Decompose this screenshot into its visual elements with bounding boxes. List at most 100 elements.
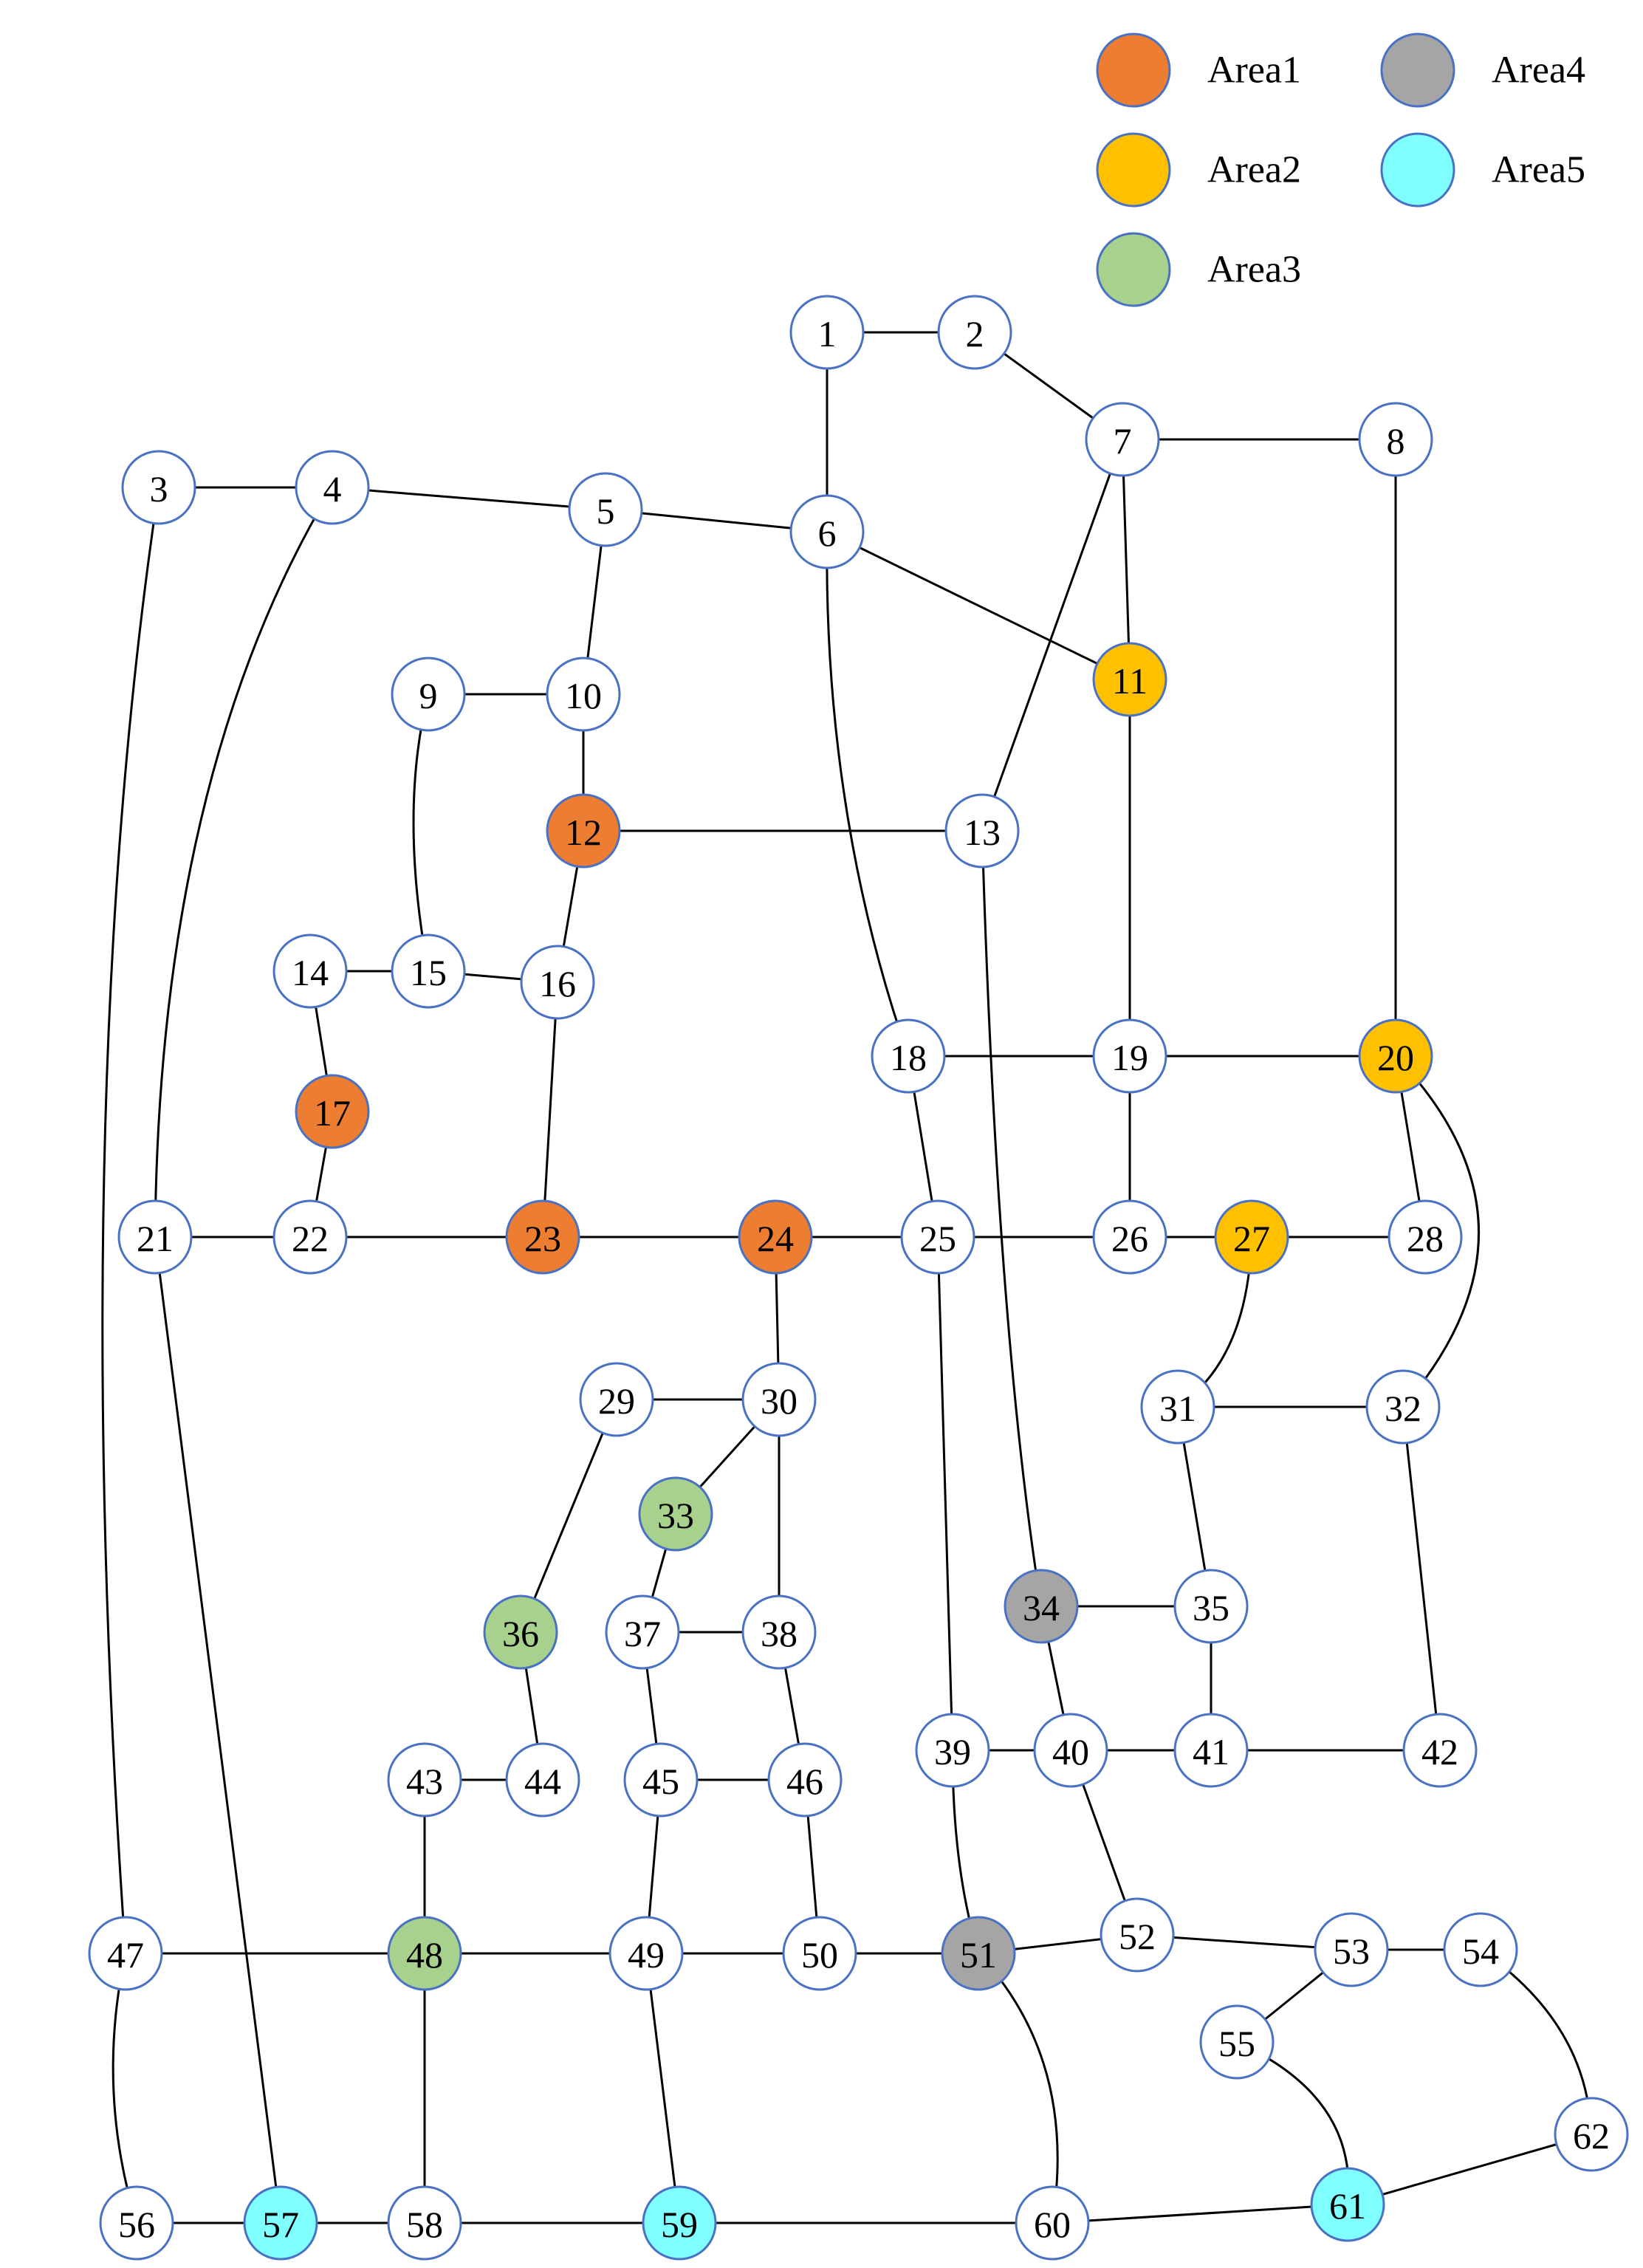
node-circle	[642, 2185, 717, 2261]
legend-label: Area2	[1207, 149, 1301, 191]
node-circle	[243, 2185, 318, 2261]
node-label: 45	[642, 1761, 679, 1802]
node-circle	[391, 657, 466, 732]
node-3: 3	[121, 450, 196, 525]
edge-51-60	[977, 1952, 1059, 2224]
node-32: 32	[1365, 1369, 1441, 1445]
node-41: 41	[1173, 1713, 1249, 1788]
node-label: 4	[323, 468, 342, 510]
node-label: 46	[786, 1761, 823, 1802]
node-circle	[387, 1742, 462, 1818]
edge-16-23	[541, 981, 559, 1238]
node-circle	[1388, 1199, 1463, 1275]
node-circle	[1358, 1018, 1433, 1094]
node-circle	[1310, 2167, 1385, 2242]
node-label: 24	[757, 1218, 794, 1259]
node-circle	[1199, 2004, 1275, 2080]
node-circle	[1004, 1569, 1079, 1644]
node-circle	[1358, 402, 1433, 477]
node-circle	[1015, 2185, 1090, 2261]
node-label: 12	[565, 812, 602, 853]
node-51: 51	[941, 1916, 1016, 1991]
node-label: 60	[1034, 2204, 1071, 2245]
node-label: 54	[1462, 1930, 1499, 1972]
node-2: 2	[937, 295, 1012, 370]
node-circle	[605, 1594, 680, 1670]
node-label: 38	[761, 1613, 798, 1654]
legend-label: Area1	[1207, 49, 1301, 92]
node-label: 55	[1218, 2023, 1255, 2064]
node-49: 49	[608, 1916, 684, 1991]
node-circle	[1214, 1199, 1289, 1275]
node-circle	[546, 657, 621, 732]
node-label: 19	[1111, 1037, 1148, 1078]
node-circle	[1033, 1713, 1108, 1788]
node-1: 1	[789, 295, 865, 370]
node-33: 33	[638, 1476, 713, 1552]
node-label: 44	[524, 1761, 561, 1802]
node-36: 36	[483, 1594, 558, 1670]
edge-61-62	[1347, 2133, 1592, 2206]
node-circle	[1314, 1912, 1389, 1987]
node-22: 22	[272, 1199, 348, 1275]
node-label: 41	[1193, 1731, 1229, 1772]
node-44: 44	[505, 1742, 580, 1818]
node-17: 17	[295, 1074, 370, 1149]
node-circle	[121, 450, 196, 525]
node-circle	[915, 1713, 990, 1788]
edge-9-15	[412, 693, 430, 972]
node-26: 26	[1092, 1199, 1167, 1275]
node-circle	[1173, 1569, 1249, 1644]
node-label: 52	[1119, 1916, 1156, 1957]
edge-32-42	[1402, 1406, 1441, 1751]
node-label: 49	[628, 1934, 665, 1976]
node-38: 38	[741, 1594, 817, 1670]
node-label: 15	[410, 952, 447, 993]
node-circle	[944, 793, 1020, 869]
node-25: 25	[900, 1199, 975, 1275]
node-label: 3	[150, 468, 168, 510]
legend-item-area3: Area3	[1096, 232, 1301, 307]
node-circle	[117, 1199, 193, 1275]
node-label: 20	[1377, 1037, 1414, 1078]
node-label: 30	[761, 1380, 798, 1422]
node-label: 33	[657, 1495, 694, 1536]
node-7: 7	[1085, 402, 1160, 477]
node-label: 31	[1159, 1388, 1196, 1429]
legend-label: Area3	[1207, 249, 1301, 291]
node-label: 36	[502, 1613, 539, 1654]
node-circle	[1402, 1713, 1478, 1788]
node-12: 12	[546, 793, 621, 869]
node-47: 47	[88, 1916, 163, 1991]
node-label: 35	[1193, 1587, 1229, 1628]
node-label: 11	[1112, 660, 1148, 702]
legend-swatch	[1380, 132, 1455, 208]
node-circle	[937, 295, 1012, 370]
node-circle	[767, 1742, 843, 1818]
node-20: 20	[1358, 1018, 1433, 1094]
node-label: 23	[524, 1218, 561, 1259]
node-circle	[483, 1594, 558, 1670]
node-4: 4	[295, 450, 370, 525]
edge-4-21	[154, 487, 334, 1238]
node-circle	[1140, 1369, 1215, 1445]
node-48: 48	[387, 1916, 462, 1991]
edge-3-47	[101, 487, 160, 1954]
node-circle	[295, 450, 370, 525]
node-39: 39	[915, 1713, 990, 1788]
node-54: 54	[1443, 1912, 1518, 1987]
node-circle	[88, 1916, 163, 1991]
node-circle	[623, 1742, 699, 1818]
node-circle	[391, 933, 466, 1009]
node-58: 58	[387, 2185, 462, 2261]
node-6: 6	[789, 494, 865, 569]
node-circle	[789, 494, 865, 569]
node-circle	[387, 1916, 462, 1991]
node-8: 8	[1358, 402, 1433, 477]
node-52: 52	[1100, 1897, 1175, 1973]
node-circle	[941, 1916, 1016, 1991]
node-label: 51	[960, 1934, 997, 1976]
node-label: 43	[406, 1761, 443, 1802]
node-circle	[1173, 1713, 1249, 1788]
